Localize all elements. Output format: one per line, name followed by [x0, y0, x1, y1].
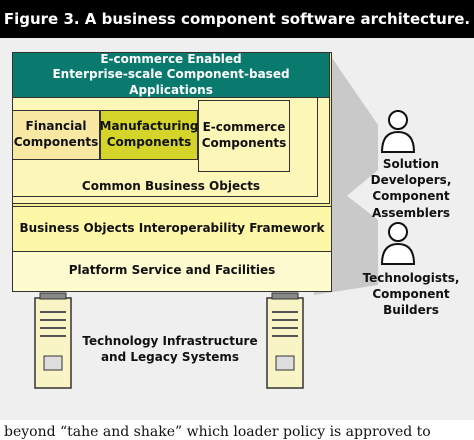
solution-developers-label: Solution Developers, Component Assembler…	[370, 157, 452, 220]
ecommerce-apps-line2: Enterprise-scale Component-based Applica…	[52, 67, 290, 97]
common-objects-label: Common Business Objects	[81, 179, 261, 194]
manufacturing-components-box	[100, 110, 198, 160]
ecommerce-components-label: E-commerce Components	[201, 120, 287, 150]
cropped-body-text: beyond “tahe and shake” which loader pol…	[4, 424, 431, 440]
ecommerce-apps-line1: E-commerce Enabled	[100, 51, 242, 66]
technologists-label: Technologists, Component Builders	[362, 271, 460, 318]
interop-label: Business Objects Interoperability Framew…	[19, 221, 325, 236]
ecommerce-apps-box	[12, 52, 330, 98]
infrastructure-label: Technology Infrastructure and Legacy Sys…	[82, 334, 258, 364]
person-icon-tech	[380, 222, 416, 265]
financial-components-label: Financial Components	[13, 119, 99, 149]
ecommerce-components-box	[198, 100, 290, 172]
financial-components-box	[12, 110, 100, 160]
manufacturing-components-label: Manufacturing Components	[99, 119, 199, 149]
solution-wedge	[330, 55, 378, 210]
ecommerce-apps-label: E-commerce Enabled Enterprise-scale Comp…	[12, 52, 330, 98]
person-icon-solution	[380, 110, 416, 153]
server-icon-right	[266, 292, 304, 389]
platform-label: Platform Service and Facilities	[68, 263, 276, 278]
server-icon-left	[34, 292, 72, 389]
figure-title: Figure 3. A business component software …	[0, 0, 474, 38]
